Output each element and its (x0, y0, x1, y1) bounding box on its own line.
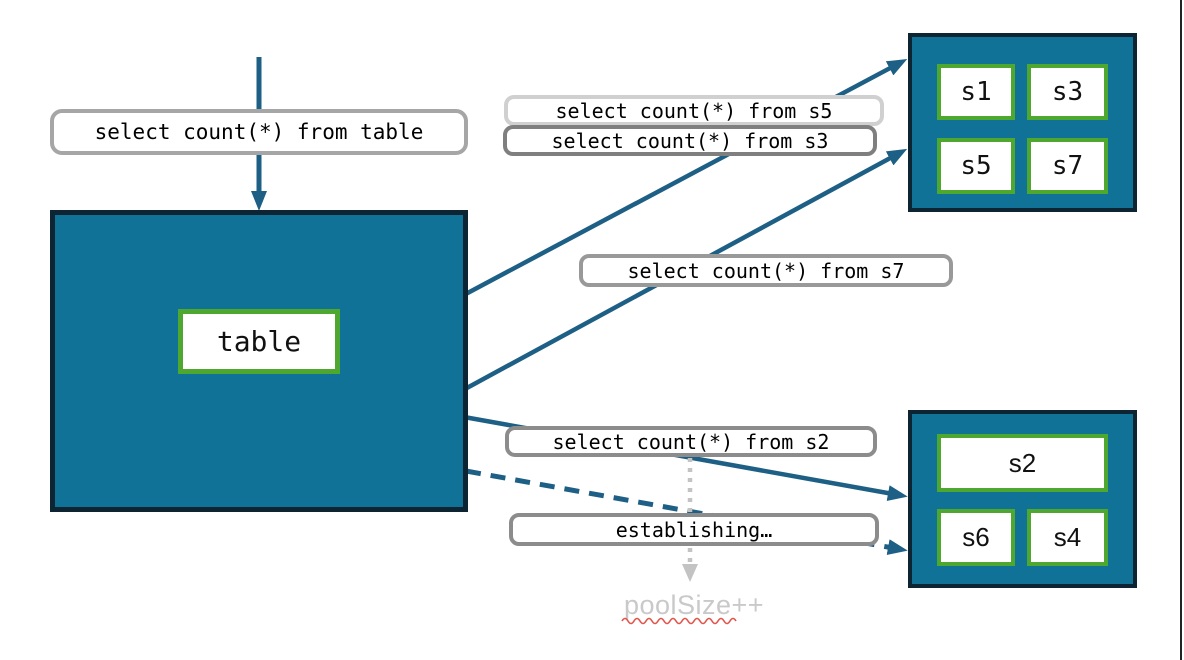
poolsize-text: poolSize++ (623, 590, 765, 620)
shard-cell-s1: s1 (937, 64, 1015, 120)
query-text: select count(*) from s5 (555, 98, 833, 123)
shard-label: s4 (1053, 522, 1082, 552)
query-text: select count(*) from s3 (551, 128, 829, 153)
shard-label: s5 (960, 151, 992, 181)
shard-cell-s7: s7 (1027, 138, 1108, 194)
query-label-s2: select count(*) from s2 (505, 426, 877, 457)
query-text: select count(*) from s7 (627, 258, 905, 283)
table-label-box: table (178, 309, 340, 374)
query-label-table: select count(*) from table (50, 109, 468, 155)
shard-cell-s5: s5 (937, 138, 1015, 194)
shard-label: s2 (1008, 447, 1037, 478)
query-label-s3: select count(*) from s3 (503, 125, 877, 156)
query-text: establishing… (615, 517, 773, 542)
shard-label: s7 (1051, 151, 1084, 181)
shard-cell-s6: s6 (937, 509, 1015, 566)
query-label-s7: select count(*) from s7 (579, 254, 953, 287)
shard-label: s3 (1051, 77, 1084, 107)
shard-label: s1 (960, 77, 992, 107)
poolsize-note: poolSize++ (594, 590, 794, 621)
table-label: table (216, 325, 302, 358)
query-text: select count(*) from table (94, 120, 424, 144)
query-text: select count(*) from s2 (552, 429, 830, 454)
establishing-label: establishing… (509, 513, 879, 546)
slide-right-edge (1180, 0, 1182, 660)
shard-label: s6 (962, 522, 990, 552)
shard-cell-s4: s4 (1027, 509, 1108, 566)
shard-cell-s2: s2 (937, 434, 1108, 492)
query-label-s5: select count(*) from s5 (504, 95, 884, 126)
shard-cell-s3: s3 (1027, 64, 1108, 120)
